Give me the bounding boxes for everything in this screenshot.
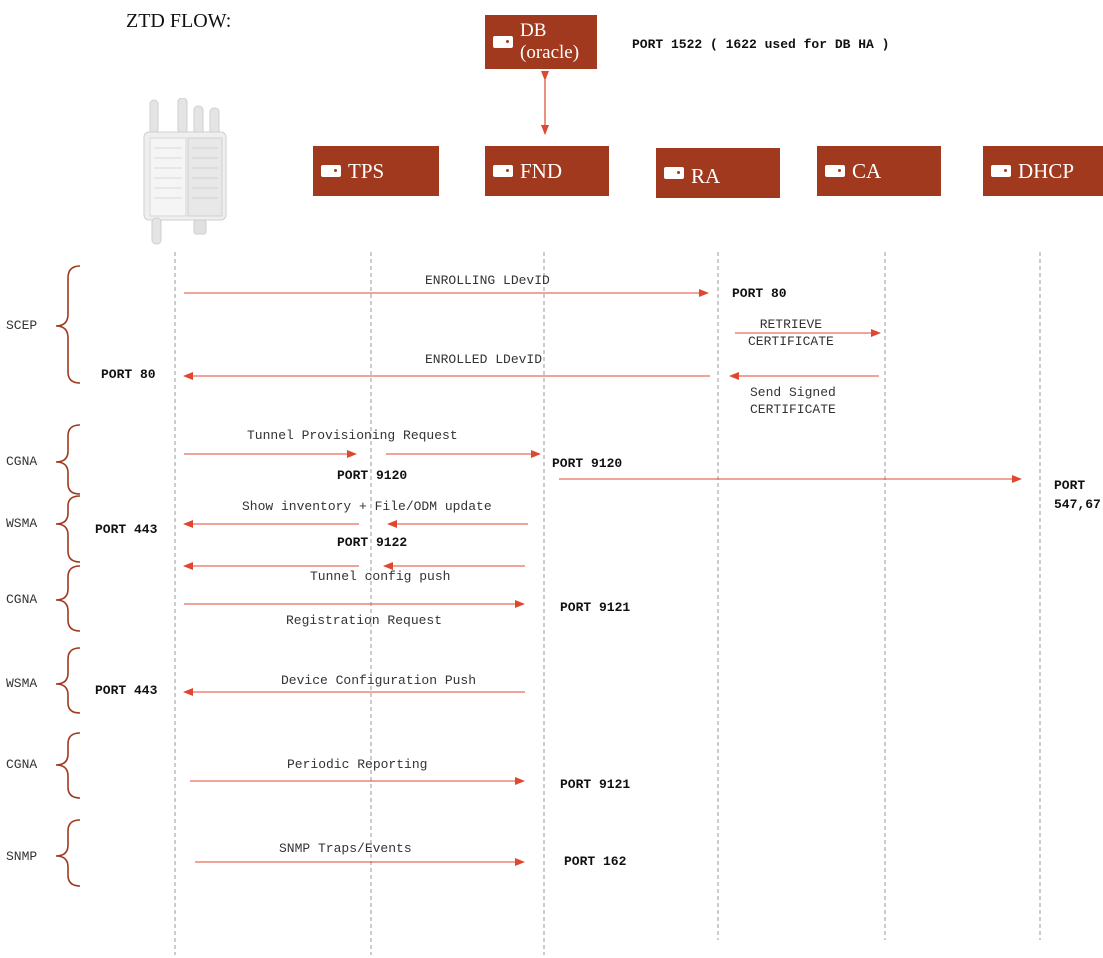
port-label: PORT 80: [732, 286, 787, 301]
phase-label-snmp: SNMP: [6, 849, 37, 864]
phase-label-cgna: CGNA: [6, 454, 37, 469]
port-label: PORT 9122: [337, 535, 407, 550]
port-label: PORT 9121: [560, 777, 630, 792]
message-label: Registration Request: [286, 613, 442, 628]
message-label: RETRIEVE CERTIFICATE: [748, 316, 834, 350]
phase-label-cgna: CGNA: [6, 592, 37, 607]
message-label: ENROLLED LDevID: [425, 352, 542, 367]
port-label: PORT 443: [95, 683, 157, 698]
message-label: ENROLLING LDevID: [425, 273, 550, 288]
brace-wsma-2: [56, 648, 80, 713]
brace-cgna-3: [56, 733, 80, 798]
phase-label-cgna: CGNA: [6, 757, 37, 772]
message-label: Tunnel Provisioning Request: [247, 428, 458, 443]
port-label: PORT 162: [564, 854, 626, 869]
brace-cgna-1: [56, 425, 80, 494]
port-label: PORT 9120: [552, 456, 622, 471]
port-label: PORT 80: [101, 367, 156, 382]
message-label: Device Configuration Push: [281, 673, 476, 688]
port-label: PORT 9120: [337, 468, 407, 483]
message-label: Show inventory + File/ODM update: [242, 499, 492, 514]
phase-label-wsma: WSMA: [6, 516, 37, 531]
message-label: Tunnel config push: [310, 569, 450, 584]
brace-scep: [56, 266, 80, 383]
port-label: PORT 443: [95, 522, 157, 537]
brace-snmp: [56, 820, 80, 886]
message-label: Periodic Reporting: [287, 757, 427, 772]
port-label: PORT 9121: [560, 600, 630, 615]
message-label: SNMP Traps/Events: [279, 841, 412, 856]
port-label: PORT 547,67: [1054, 476, 1101, 514]
message-label: Send Signed CERTIFICATE: [750, 384, 836, 418]
phase-label-wsma: WSMA: [6, 676, 37, 691]
brace-cgna-2: [56, 566, 80, 631]
brace-wsma-1: [56, 496, 80, 562]
phase-label-scep: SCEP: [6, 318, 37, 333]
